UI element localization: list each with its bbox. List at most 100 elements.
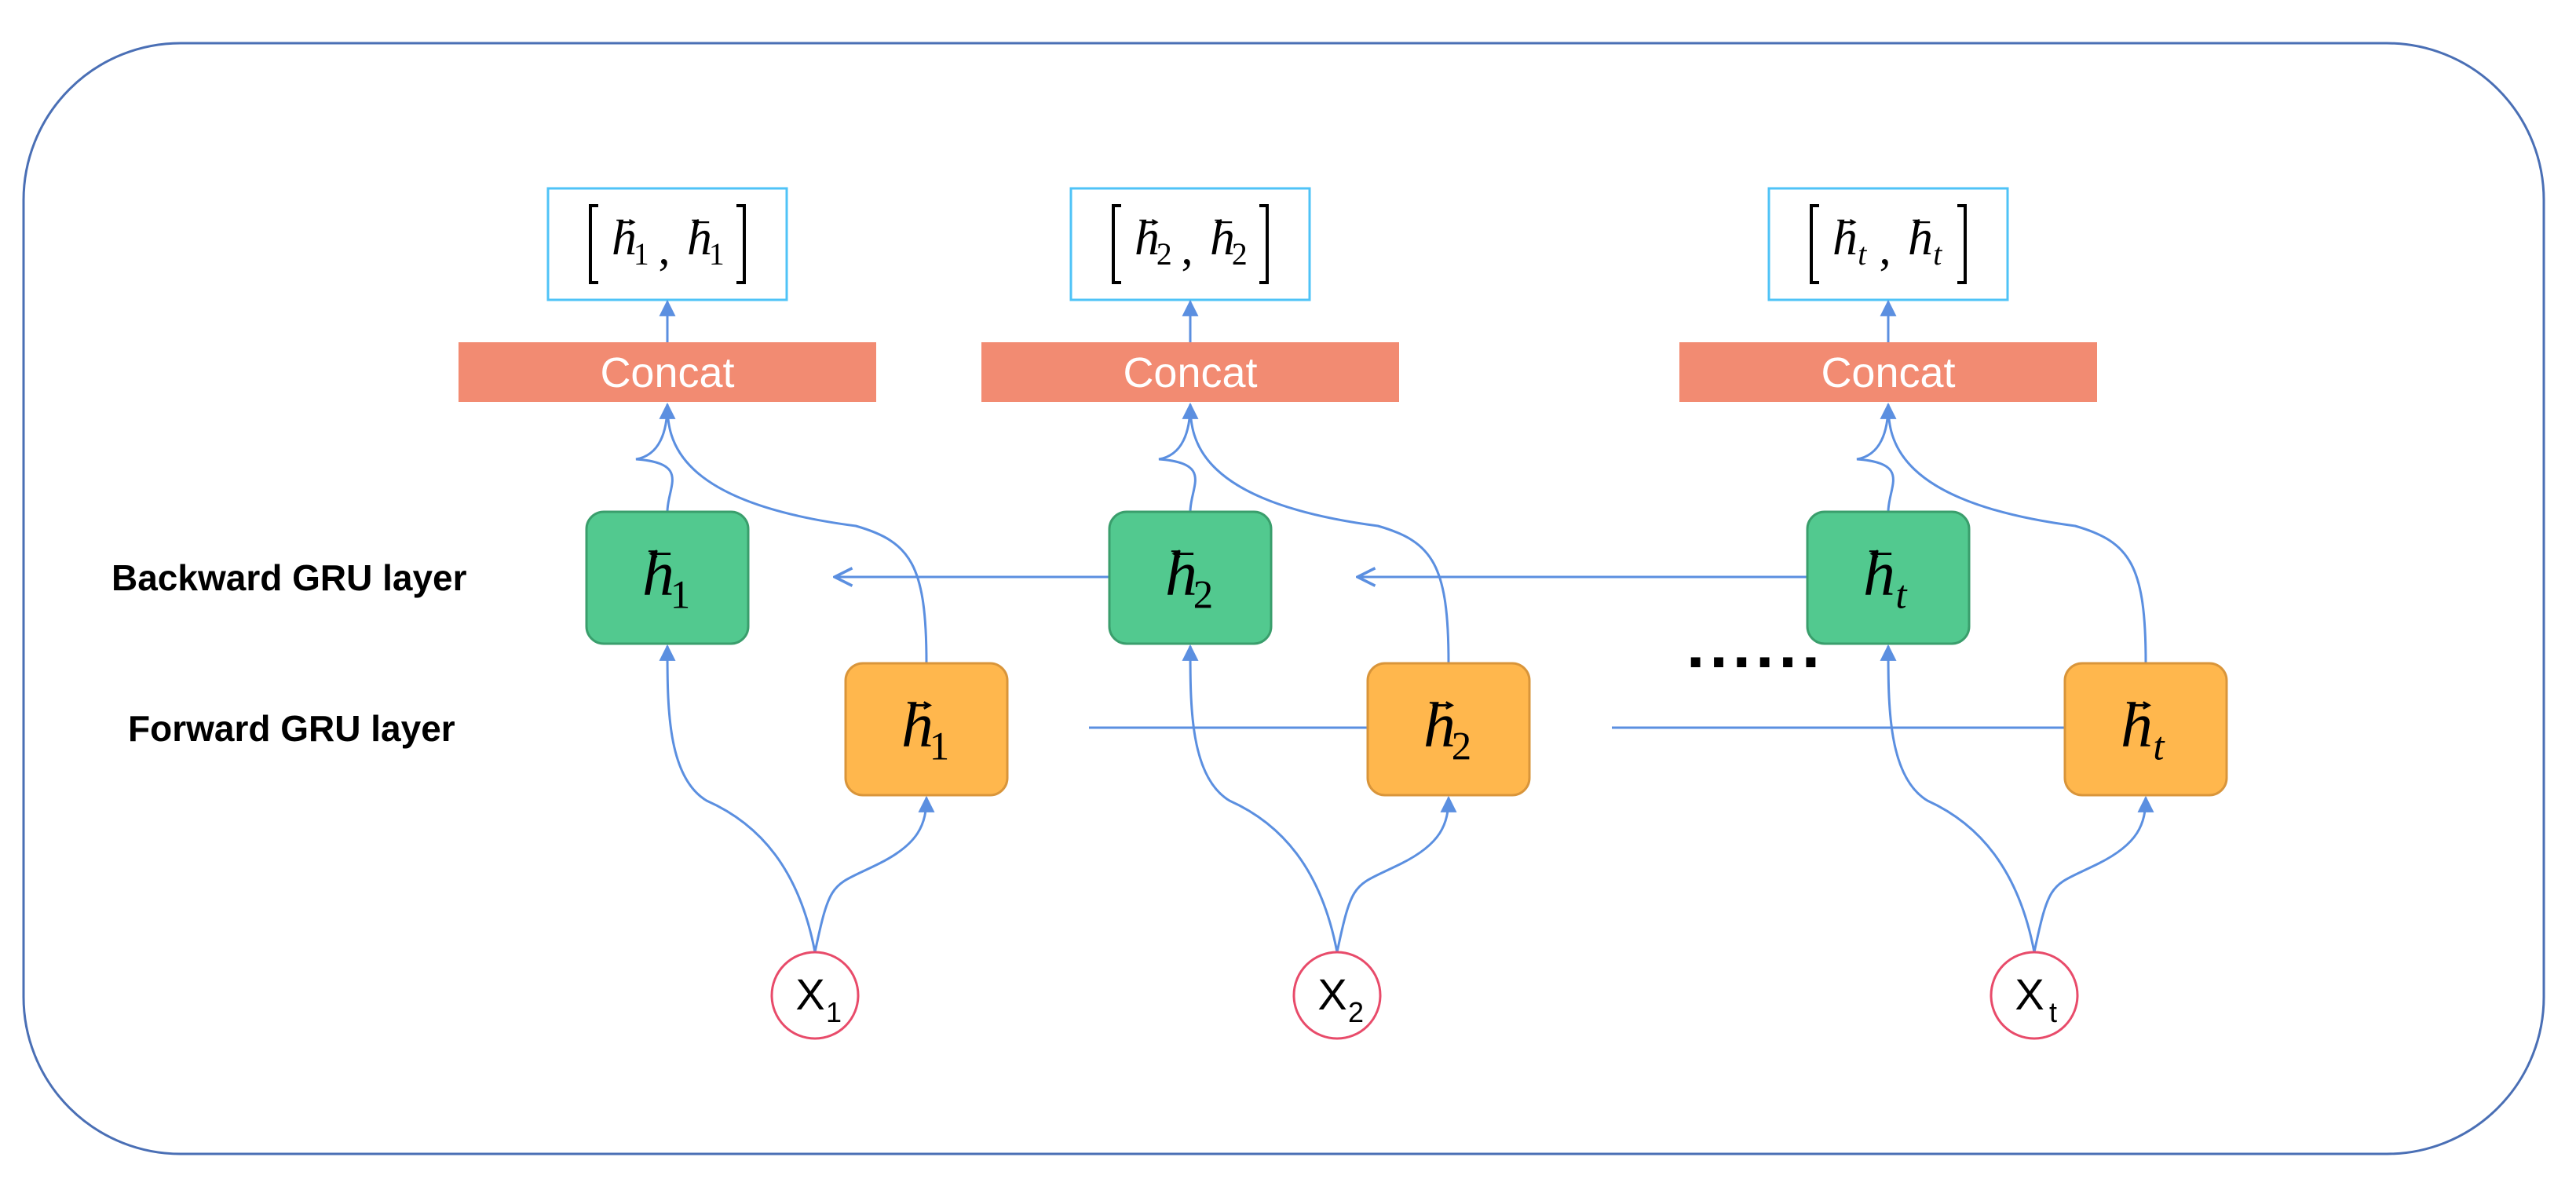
right-arrow-icon — [2129, 701, 2152, 710]
forward-layer-label: Forward GRU layer — [128, 708, 455, 749]
right-bracket — [1957, 204, 1967, 284]
backward-hidden-state-letter: h — [1165, 538, 1197, 609]
output-backward-h-subscript: t — [1933, 237, 1942, 272]
output-forward-h: h1 — [612, 210, 649, 272]
backward-to-concat-curve — [1158, 402, 1199, 513]
output-comma: , — [1880, 222, 1891, 274]
left-arrow-icon — [1171, 549, 1194, 558]
input-subscript: 2 — [1348, 996, 1364, 1028]
concat-block-2: Concat — [981, 342, 1399, 402]
forward-hidden-state-letter: h — [901, 689, 934, 761]
output-backward-h-subscript: 1 — [709, 237, 725, 272]
concat-rect — [459, 342, 876, 402]
input-to-forward-curve — [2033, 795, 2154, 953]
forward-hidden-state: h2 — [1423, 689, 1471, 768]
left-arrow-icon — [649, 549, 671, 558]
output-forward-h-subscript: t — [1858, 237, 1867, 272]
output-forward-h: h2 — [1135, 210, 1172, 272]
output-forward-h-subscript: 2 — [1156, 237, 1172, 272]
forward-hidden-state: h1 — [901, 689, 949, 768]
backward-hidden-state: h1 — [642, 538, 690, 616]
input-to-backward-curve — [1880, 644, 2036, 953]
forward-hidden-state-subscript: t — [2153, 724, 2165, 768]
forward-gru-cell-1: h1 — [844, 662, 1009, 797]
connectors-1 — [635, 402, 935, 953]
backward-to-concat-curve — [1856, 402, 1897, 513]
backward-hidden-state-subscript: 1 — [670, 572, 690, 616]
forward-gru-cell-2: h2 — [1366, 662, 1531, 797]
input-to-backward-curve — [659, 644, 817, 953]
backward-hidden-state: h2 — [1165, 538, 1213, 616]
output-backward-h-letter: h — [687, 210, 712, 265]
output-forward-h-letter: h — [1135, 210, 1160, 265]
backward-gru-cell-1: h1 — [585, 510, 750, 645]
concat-label: Concat — [1821, 349, 1955, 396]
output-box-2: h2,h2 — [1069, 187, 1311, 301]
outer-frame — [22, 42, 2545, 1155]
concat-block-1: Concat — [459, 342, 876, 402]
left-arrow-icon — [692, 218, 710, 226]
forward-to-concat-curve — [1189, 403, 1450, 664]
input-to-forward-curve — [813, 795, 935, 953]
backward-layer-label: Backward GRU layer — [111, 557, 467, 598]
output-comma: , — [1182, 222, 1193, 274]
output-backward-h: h1 — [687, 210, 725, 272]
concat-label: Concat — [1123, 349, 1257, 396]
output-backward-h: h2 — [1210, 210, 1248, 272]
output-backward-h-subscript: 2 — [1232, 237, 1248, 272]
concat-block-3: Concat — [1679, 342, 2097, 402]
forward-to-concat-curve — [666, 403, 928, 664]
left-arrow-icon — [1215, 218, 1233, 226]
right-bracket — [736, 204, 746, 284]
output-backward-h-letter: h — [1908, 210, 1933, 265]
left-arrow-icon — [1913, 218, 1931, 226]
forward-cell-rect — [2063, 662, 2228, 797]
concat-label: Concat — [600, 349, 734, 396]
connector-curves — [635, 402, 2154, 953]
input-to-backward-curve — [1182, 644, 1339, 953]
input-circle — [770, 951, 860, 1040]
input-label: X — [1317, 969, 1346, 1019]
right-arrow-icon — [1840, 218, 1857, 226]
concat-rect — [1679, 342, 2097, 402]
backward-hidden-state-subscript: 2 — [1193, 572, 1213, 616]
input-label: X — [2015, 969, 2044, 1019]
connectors-3 — [1856, 402, 2154, 953]
input-subscript: t — [2049, 996, 2057, 1028]
output-box-border — [1069, 187, 1311, 301]
right-arrow-icon — [910, 701, 933, 710]
backward-hidden-state-letter: h — [1863, 538, 1895, 609]
forward-hidden-state-subscript: 2 — [1452, 724, 1471, 768]
output-box-1: h1,h1 — [546, 187, 788, 301]
connectors-2 — [1158, 402, 1457, 953]
output-forward-h-letter: h — [612, 210, 637, 265]
left-bracket — [1810, 204, 1819, 284]
input-subscript: 1 — [826, 996, 842, 1028]
output-box-border — [1767, 187, 2009, 301]
backward-hidden-state-subscript: t — [1895, 572, 1908, 616]
right-bracket — [1259, 204, 1269, 284]
output-forward-h-subscript: 1 — [634, 237, 649, 272]
backward-to-concat-curve — [635, 402, 676, 513]
backward-cell-rect — [585, 510, 750, 645]
output-forward-h-letter: h — [1832, 210, 1858, 265]
left-bracket — [589, 204, 598, 284]
backward-hidden-state-letter: h — [642, 538, 674, 609]
input-to-forward-curve — [1336, 795, 1457, 953]
backward-cell-rect — [1806, 510, 1971, 645]
right-arrow-icon — [619, 218, 636, 226]
